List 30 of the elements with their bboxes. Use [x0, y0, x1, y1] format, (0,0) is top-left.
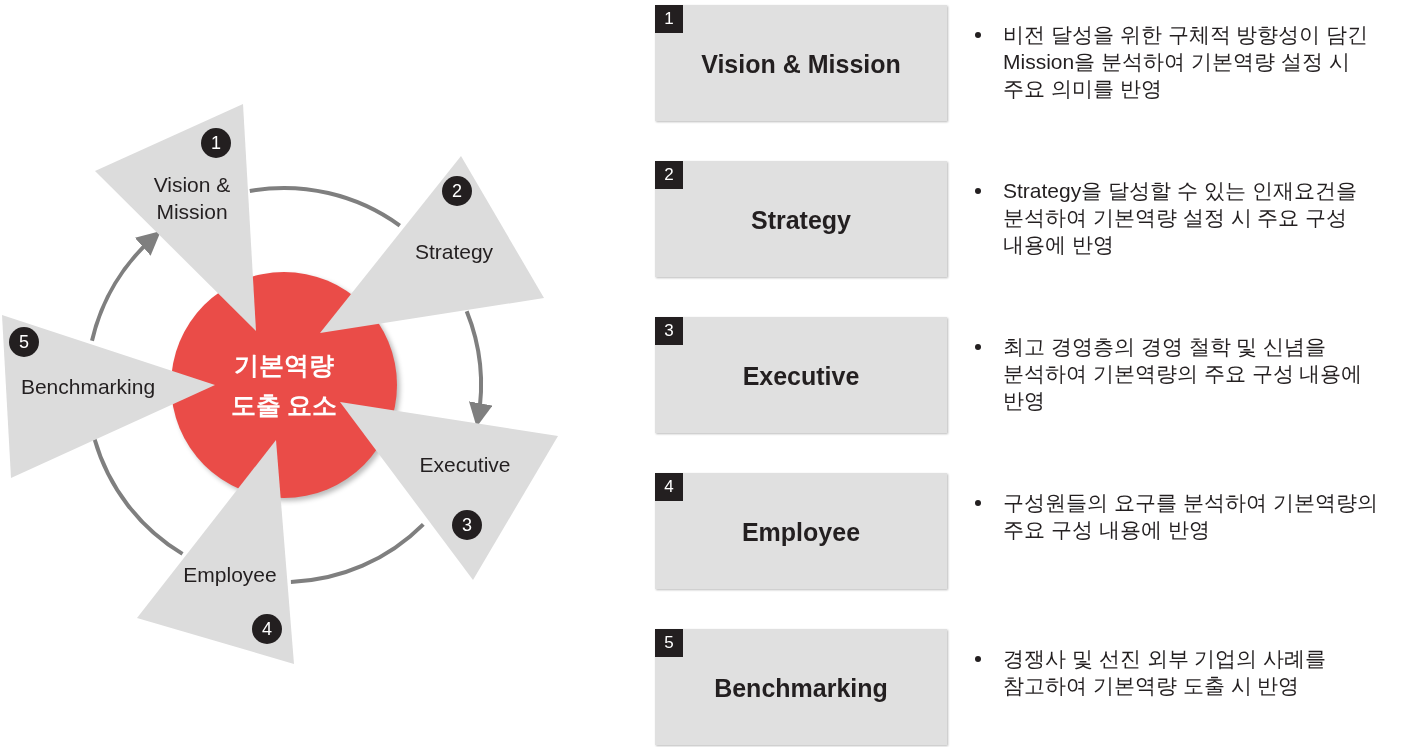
number-tab: 4	[655, 473, 683, 501]
title-box	[655, 5, 947, 121]
description-text: 경쟁사 및 선진 외부 기업의 사례를 참고하여 기본역량 도출 시 반영	[1003, 646, 1328, 699]
number-tab: 3	[655, 317, 683, 345]
title-box	[655, 473, 947, 589]
cycle-arrow	[90, 230, 161, 342]
description-text: Strategy을 달성할 수 있는 인재요건을 분석하여 기본역량 설정 시 주요 구성 내용에 반영	[1003, 178, 1358, 258]
number-tab: 2	[655, 161, 683, 189]
triangle-label: Vision & Mission	[152, 172, 232, 225]
box-title: Vision & Mission	[700, 49, 902, 79]
triangle-label: Strategy	[414, 238, 494, 265]
cycle-line	[92, 438, 184, 556]
description-text: 최고 경영층의 경영 철학 및 신념을 분석하여 기본역량의 주요 구성 내용에 반영	[1003, 334, 1364, 414]
description-text: 비전 달성을 위한 구체적 방향성이 담긴 Mission을 분석하여 기본역량 설정 시 주요 의미를 반영	[1003, 22, 1370, 102]
title-box	[655, 629, 947, 745]
title-box	[655, 317, 947, 433]
number-tab: 1	[655, 5, 683, 33]
triangle-label: Executive	[419, 451, 511, 478]
number-tab: 5	[655, 629, 683, 657]
title-box	[655, 161, 947, 277]
box-title: Strategy	[749, 205, 852, 235]
box-title: Employee	[740, 517, 862, 547]
triangle-label: Benchmarking	[20, 373, 156, 400]
description-text: 구성원들의 요구를 분석하여 기본역량의 주요 구성 내용에 반영	[1003, 490, 1379, 543]
cycle-line	[249, 186, 401, 228]
box-title: Benchmarking	[713, 673, 889, 703]
triangle-label: Employee	[183, 561, 277, 588]
cycle-line	[290, 522, 425, 584]
box-title: Executive	[741, 361, 861, 391]
circle-label: 기본역량 도출 요소	[229, 350, 339, 421]
